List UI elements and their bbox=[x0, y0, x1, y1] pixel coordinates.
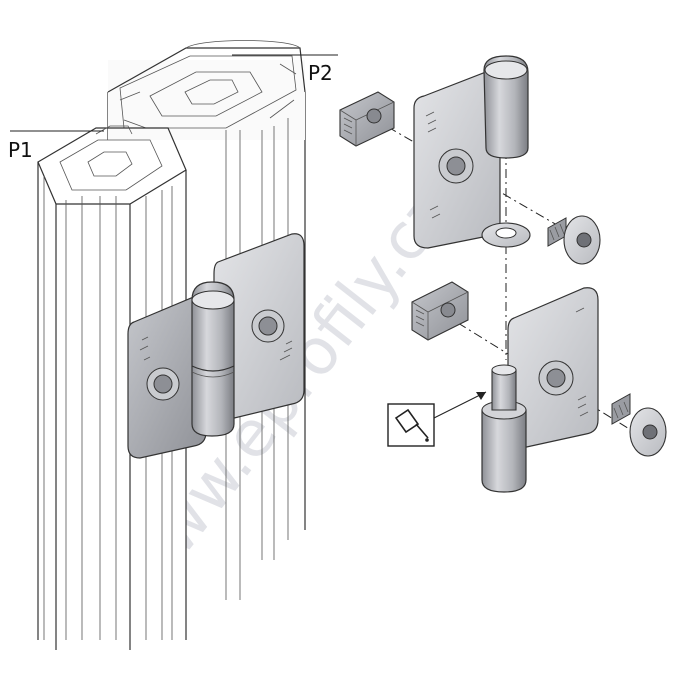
lubricate-callout bbox=[387, 391, 487, 447]
screw-lower bbox=[611, 393, 667, 457]
screw-upper bbox=[547, 215, 601, 265]
label-p2: P2 bbox=[232, 54, 338, 85]
label-p1: P1 bbox=[8, 130, 104, 162]
label-p2-text: P2 bbox=[308, 61, 333, 85]
assembled-hinge bbox=[127, 233, 305, 459]
profile-p2 bbox=[107, 40, 306, 650]
hinge-leaf-lower bbox=[507, 287, 599, 449]
hinge-pin bbox=[481, 364, 527, 493]
washer bbox=[481, 222, 531, 248]
t-nut-upper bbox=[339, 91, 395, 147]
label-p1-text: P1 bbox=[8, 138, 33, 162]
hinge-leaf-upper bbox=[413, 55, 529, 249]
oil-can-icon bbox=[394, 408, 429, 442]
t-nut-lower bbox=[411, 281, 469, 341]
